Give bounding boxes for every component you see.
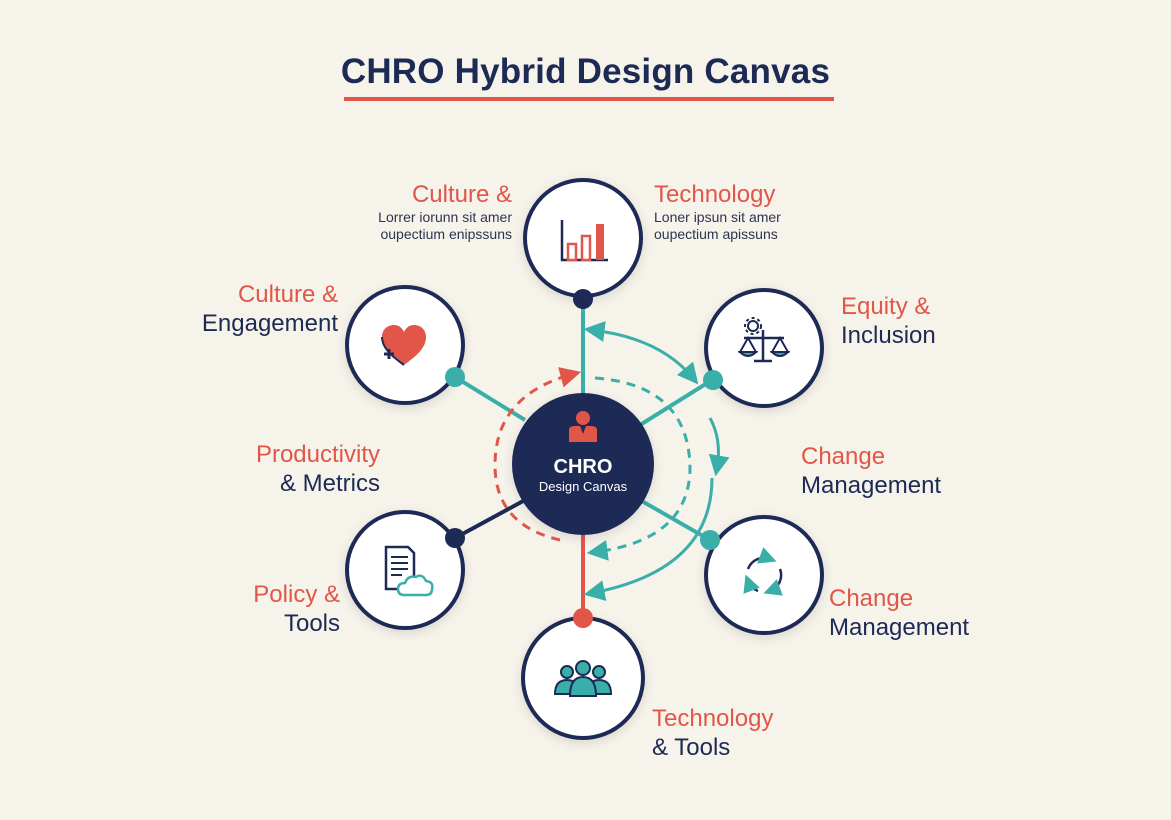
label-technology-top-desc2: oupectium apissuns bbox=[654, 226, 778, 242]
label-technology-top-desc1: Loner ipsun sit amer bbox=[654, 209, 781, 225]
node-center bbox=[512, 393, 654, 535]
label-culture-engagement-line2: Engagement bbox=[201, 310, 338, 337]
label-change-management-2: Change Management bbox=[829, 584, 969, 642]
label-culture-top: Culture & Lorrer iorunn sit amer oupecti… bbox=[340, 180, 512, 243]
connector-lower-left bbox=[454, 498, 526, 540]
person-icon bbox=[569, 411, 597, 442]
label-change-management-1-line2: Management bbox=[801, 472, 942, 499]
label-technology-top: Technology Loner ipsun sit amer oupectiu… bbox=[654, 180, 781, 243]
people-group-icon bbox=[553, 660, 613, 697]
label-productivity-metrics-line2: & Metrics bbox=[279, 470, 380, 497]
label-technology-tools-line2: & Tools bbox=[652, 734, 731, 761]
label-culture-engagement-line1: Culture & bbox=[237, 281, 338, 308]
label-culture-top-desc1: Lorrer iorunn sit amer bbox=[378, 209, 512, 225]
connector-dot-lower-left bbox=[445, 528, 465, 548]
flow-arrow-top-right bbox=[583, 321, 699, 385]
label-productivity-metrics: Productivity & Metrics bbox=[180, 440, 380, 498]
heart-icon bbox=[381, 325, 426, 366]
connector-dot-bottom bbox=[573, 608, 593, 628]
refresh-cycle-icon bbox=[743, 547, 783, 596]
label-technology-top-line1: Technology bbox=[654, 181, 776, 208]
flow-arrow-right-down bbox=[708, 417, 730, 477]
label-equity-inclusion: Equity & Inclusion bbox=[841, 292, 936, 350]
connector-dot-upper-left bbox=[445, 367, 465, 387]
label-policy-tools-line2: Tools bbox=[283, 610, 340, 637]
flow-arrow-right-bottom bbox=[583, 477, 714, 601]
scales-icon bbox=[737, 317, 791, 363]
document-cloud-icon bbox=[384, 545, 434, 597]
node-change-management bbox=[704, 515, 824, 635]
center-label-line1: CHRO bbox=[553, 456, 613, 478]
connector-dot-lower-right bbox=[700, 530, 720, 550]
page-title: CHRO Hybrid Design Canvas bbox=[340, 52, 831, 91]
flow-arrow-inner-left bbox=[493, 367, 582, 542]
center-label-line2: Design Canvas bbox=[538, 479, 628, 494]
connector-dot-upper-right bbox=[703, 370, 723, 390]
label-culture-top-line1: Culture & bbox=[411, 181, 512, 208]
label-technology-tools-line1: Technology bbox=[652, 705, 774, 732]
title-underline bbox=[344, 97, 834, 101]
label-culture-engagement: Culture & Engagement bbox=[150, 280, 338, 338]
label-productivity-metrics-line1: Productivity bbox=[255, 441, 380, 468]
label-culture-top-desc2: oupectium enipssuns bbox=[380, 226, 512, 242]
label-change-management-1-line1: Change bbox=[801, 443, 886, 470]
label-policy-tools-line1: Policy & bbox=[253, 581, 340, 608]
label-change-management-2-line2: Management bbox=[829, 614, 970, 641]
label-policy-tools: Policy & Tools bbox=[200, 580, 340, 638]
connector-upper-right bbox=[638, 378, 714, 427]
bar-chart-icon bbox=[560, 220, 608, 262]
label-technology-tools: Technology & Tools bbox=[652, 704, 773, 762]
label-equity-inclusion-line1: Equity & bbox=[841, 293, 931, 320]
center-label: CHRO Design Canvas bbox=[512, 456, 654, 496]
connector-upper-left bbox=[453, 375, 527, 422]
connector-dot-top bbox=[573, 289, 593, 309]
label-equity-inclusion-line2: Inclusion bbox=[841, 322, 936, 349]
flow-arrow-inner-right bbox=[586, 376, 692, 561]
label-change-management-2-line1: Change bbox=[829, 585, 914, 612]
label-change-management-1: Change Management bbox=[801, 442, 941, 500]
